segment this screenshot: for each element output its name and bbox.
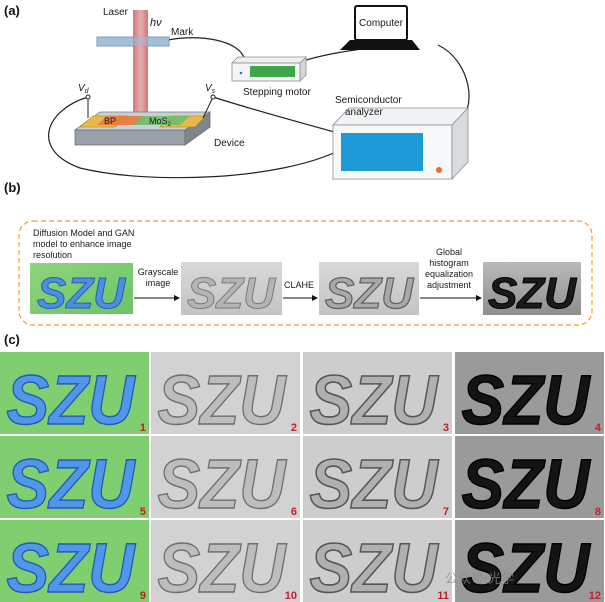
global-text-3: equalization [425,269,473,279]
result-number-4: 4 [595,422,602,434]
result-image-8: SZU 8 [455,436,604,524]
result-image-7: SZU 7 [303,436,452,524]
global-text-2: histogram [429,258,469,268]
result-image-5: SZU 5 [0,436,149,524]
result-image-2: SZU 2 [151,352,300,440]
result-number-7: 7 [443,506,449,518]
cable-vs [212,96,346,136]
device-substrate-front [74,129,186,146]
bp-flake [97,116,148,125]
svg-text:SZU: SZU [488,269,577,318]
pipeline-dashed-box [18,220,593,326]
result-image-text: SZU [158,529,287,602]
result-number-8: 8 [595,506,601,518]
global-text-4: adjustment [427,280,472,290]
result-number-3: 3 [443,422,449,434]
mark-plate-overlay [97,37,169,46]
vd-label: Vd [78,83,90,95]
vs-terminal [210,94,216,100]
result-image-text: SZU [7,361,136,439]
svg-text:SZU: SZU [187,269,276,318]
result-number-11: 11 [437,590,449,602]
bp-label: BP [104,116,116,126]
svg-text:SZU: SZU [37,269,126,318]
pipeline-image-gray: SZU [181,262,282,319]
result-number-12: 12 [589,590,601,602]
computer-label: Computer [359,18,404,29]
laser-label: Laser [103,7,129,18]
result-number-6: 6 [291,506,297,518]
pipeline-image-color: SZU [30,263,133,319]
panel-label-c: (c) [4,332,20,347]
result-number-1: 1 [140,422,146,434]
stepping-motor-label: Stepping motor [243,87,311,98]
result-number-10: 10 [285,590,297,602]
grayscale-text-1: Grayscale [138,267,179,277]
result-image-text: SZU [158,445,287,523]
result-image-text: SZU [7,529,136,602]
mark-label: Mark [171,27,194,38]
global-text-1: Global [436,247,462,257]
panel-label-a: (a) [4,3,20,18]
vs-label: Vs [205,83,216,95]
analyzer-label-1: Semiconductor [335,95,402,106]
svg-text:SZU: SZU [325,269,414,318]
panel-label-b: (b) [4,180,21,195]
cable-vd [48,96,341,179]
result-image-text: SZU [462,445,591,523]
result-image-text: SZU [158,361,287,439]
vd-terminal [85,94,91,100]
diffusion-text-2: model to enhance image [33,239,132,249]
result-image-3: SZU 3 [303,352,452,440]
result-number-9: 9 [140,590,146,602]
result-image-text: SZU [462,529,591,602]
clahe-text: CLAHE [284,280,314,290]
result-number-5: 5 [140,506,146,518]
diffusion-text-3: resolution [33,250,72,260]
result-number-2: 2 [291,422,297,434]
analyzer-knob [436,167,442,173]
computer-keyboard [340,40,420,50]
result-image-text: SZU [310,361,439,439]
result-image-6: SZU 6 [151,436,300,524]
result-image-1: SZU 1 [0,352,149,440]
mos2-flake [133,116,190,125]
analyzer-label-2: analyzer [345,107,383,118]
result-image-text: SZU [310,445,439,523]
result-image-text: SZU [7,445,136,523]
result-image-9: SZU 9 [0,520,149,602]
mos2-label: MoS2 [149,116,172,128]
stepping-motor-display [250,66,295,77]
watermark: 公众号·光学 [445,571,514,587]
hv-label: hν [150,17,162,29]
result-image-4: SZU 4 [455,352,604,440]
cable-mark-motor [167,37,246,61]
pipeline-image-clahe: SZU [319,262,419,319]
diffusion-text-1: Diffusion Model and GAN [33,228,134,238]
device-label: Device [214,138,245,149]
laser-beam [133,10,148,122]
result-image-text: SZU [462,361,591,439]
analyzer-screen [341,133,423,171]
grayscale-text-2: image [146,278,171,288]
pipeline-image-equalized: SZU [483,262,581,319]
result-image-text: SZU [310,529,439,602]
